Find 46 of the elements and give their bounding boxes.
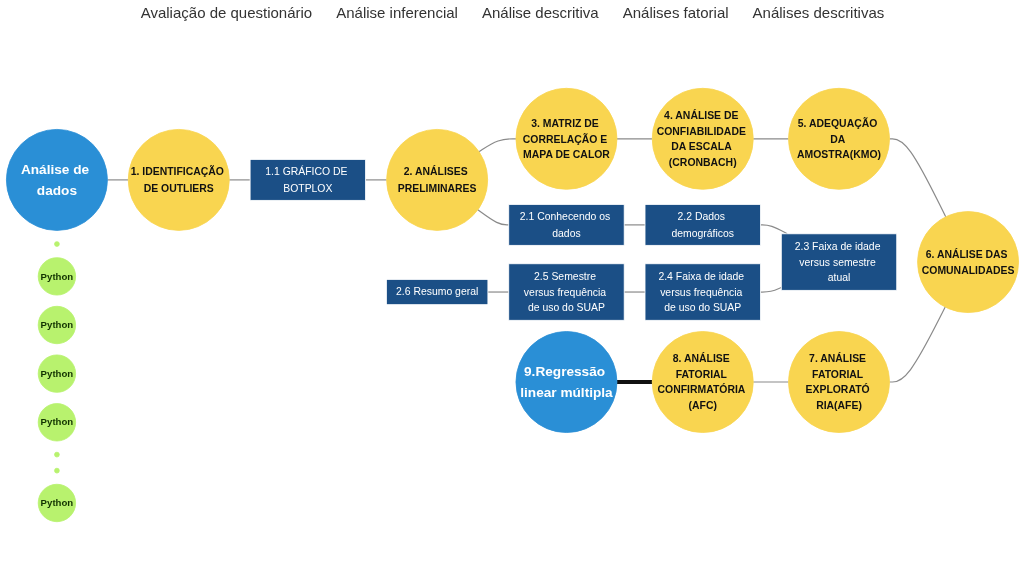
- node-circle: Python: [37, 403, 77, 442]
- node-circle: Análise de dados: [6, 129, 108, 231]
- connector: [623, 224, 646, 226]
- node-circle: 9.Regressão linear múltipla: [515, 331, 618, 433]
- annotation-label: Análises descritivas: [752, 4, 885, 23]
- connector: [106, 179, 129, 181]
- node-circle: Python: [37, 483, 77, 523]
- node-circle: 1. IDENTIFICAÇÃO DE OUTLIERS: [127, 129, 230, 231]
- connector: [616, 138, 653, 140]
- node-circle: Python: [37, 257, 77, 296]
- node-circle: 3. MATRIZ DE CORRELAÇÃO E MAPA DE CALOR: [515, 87, 618, 190]
- connector: [478, 138, 517, 153]
- node-circle: 2. ANÁLISES PRELIMINARES: [386, 129, 489, 231]
- node-box: 2.2 Dados demográficos: [644, 204, 761, 246]
- node-box: 2.1 Conhecendo os dados: [508, 204, 625, 246]
- connector: [759, 224, 788, 235]
- node-box: 2.4 Faixa de idade versus frequência de uso do SUAP: [644, 263, 761, 321]
- node-circle: 6. ANÁLISE DAS COMUNALIDADES: [917, 211, 1019, 313]
- connector: [759, 286, 782, 293]
- connector: [888, 306, 946, 383]
- node-circle: [54, 467, 60, 474]
- connector: [487, 291, 510, 293]
- node-circle: Python: [37, 305, 77, 345]
- node-circle: 8. ANÁLISE FATORIAL CONFIRMATÓRIA (AFC): [651, 331, 754, 433]
- connector: [228, 179, 251, 181]
- connector: [616, 380, 653, 384]
- node-circle: [54, 451, 60, 458]
- annotation-label: Análise descritiva: [481, 4, 599, 23]
- node-box: 2.5 Semestre versus frequência de uso do SUAP: [508, 263, 625, 321]
- node-box: 2.3 Faixa de idade versus semestre atual: [780, 233, 898, 291]
- node-circle: Python: [37, 354, 77, 393]
- node-circle: 5. ADEQUAÇÃO DA AMOSTRA(KMO): [788, 87, 890, 190]
- node-circle: 7. ANÁLISE FATORIAL EXPLORATÓ RIA(AFE): [788, 331, 890, 433]
- connector: [888, 138, 947, 218]
- annotation-label: Análises fatorial: [622, 4, 729, 23]
- connector: [364, 179, 388, 181]
- annotation-label: Avaliação de questionário: [140, 4, 313, 23]
- node-box: 1.1 GRÁFICO DE BOTPLOX: [249, 159, 366, 201]
- node-circle: 4. ANÁLISE DE CONFIABILIDADE DA ESCALA (CRONBACH): [651, 87, 754, 190]
- connector: [752, 381, 790, 383]
- connector: [623, 291, 646, 293]
- annotation-label: Análise inferencial: [336, 4, 458, 23]
- node-box: 2.6 Resumo geral: [386, 279, 489, 306]
- node-circle: [54, 241, 60, 247]
- connector: [477, 209, 510, 226]
- connector: [752, 138, 790, 140]
